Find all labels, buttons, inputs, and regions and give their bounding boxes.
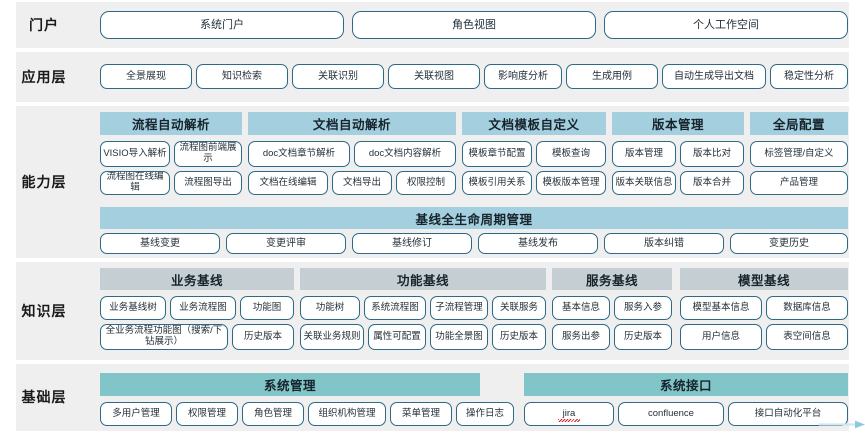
capability-item-g0-r0-1[interactable]: 流程图前端展示	[174, 141, 242, 167]
knowledge-item-g2-r0-1[interactable]: 服务入参	[614, 296, 672, 320]
lifecycle-item-4[interactable]: 版本纠错	[604, 233, 724, 254]
base-item-g0-2[interactable]: 角色管理	[242, 402, 304, 426]
portal-item-1[interactable]: 角色视图	[352, 11, 596, 39]
layer-label-capability: 能力层	[21, 174, 67, 190]
base-group-header-1: 系统接口	[524, 373, 848, 396]
app-item-1[interactable]: 知识检索	[196, 64, 288, 89]
knowledge-item-g2-r1-0[interactable]: 服务出参	[552, 324, 610, 350]
knowledge-item-g0-r1-0[interactable]: 全业务流程功能图（搜索/下钻展示）	[100, 324, 228, 350]
capability-group-header-0: 流程自动解析	[100, 112, 242, 135]
capability-item-g3-r0-0[interactable]: 版本管理	[612, 141, 676, 167]
capability-group-header-4: 全局配置	[750, 112, 848, 135]
base-item-g0-3[interactable]: 组织机构管理	[308, 402, 386, 426]
base-item-g0-0[interactable]: 多用户管理	[100, 402, 172, 426]
decorative-arrow-icon	[819, 420, 865, 429]
knowledge-item-g1-r0-2[interactable]: 子流程管理	[430, 296, 488, 320]
layer-label-base: 基础层	[21, 389, 67, 405]
capability-item-g4-r0-0[interactable]: 标签管理/自定义	[750, 141, 848, 167]
layer-label-portal: 门户	[29, 17, 59, 33]
app-item-4[interactable]: 影响度分析	[484, 64, 562, 89]
layer-label-knowledge: 知识层	[21, 303, 67, 319]
knowledge-item-g2-r0-0[interactable]: 基本信息	[552, 296, 610, 320]
knowledge-item-g1-r1-3[interactable]: 历史版本	[492, 324, 546, 350]
capability-item-g1-r0-1[interactable]: doc文档内容解析	[354, 141, 456, 167]
app-item-2[interactable]: 关联识别	[292, 64, 384, 89]
knowledge-group-header-3: 模型基线	[680, 268, 848, 290]
knowledge-item-g1-r1-1[interactable]: 属性可配置	[368, 324, 426, 350]
knowledge-item-g1-r0-1[interactable]: 系统流程图	[364, 296, 426, 320]
capability-item-g0-r0-0[interactable]: VISIO导入解析	[100, 141, 170, 167]
base-item-g1-2[interactable]: 接口自动化平台	[728, 402, 848, 426]
knowledge-item-g3-r0-0[interactable]: 模型基本信息	[680, 296, 762, 320]
base-item-g1-confluence[interactable]: confluence	[618, 402, 724, 426]
app-item-7[interactable]: 稳定性分析	[770, 64, 848, 89]
app-item-0[interactable]: 全景展现	[100, 64, 192, 89]
app-item-5[interactable]: 生成用例	[566, 64, 658, 89]
knowledge-item-g0-r0-1[interactable]: 业务流程图	[170, 296, 236, 320]
capability-group-header-3: 版本管理	[612, 112, 744, 135]
app-item-3[interactable]: 关联视图	[388, 64, 480, 89]
base-item-g1-jira[interactable]: jira	[524, 402, 614, 426]
knowledge-item-g3-r1-0[interactable]: 用户信息	[680, 324, 762, 350]
capability-item-g3-r0-1[interactable]: 版本比对	[680, 141, 744, 167]
knowledge-item-g0-r0-0[interactable]: 业务基线树	[100, 296, 166, 320]
capability-item-g3-r1-0[interactable]: 版本关联信息	[612, 171, 676, 195]
capability-item-g2-r0-1[interactable]: 模板查询	[536, 141, 606, 167]
knowledge-item-g1-r0-3[interactable]: 关联服务	[492, 296, 546, 320]
base-item-g0-1[interactable]: 权限管理	[176, 402, 238, 426]
lifecycle-item-3[interactable]: 基线发布	[478, 233, 598, 254]
base-item-g0-5[interactable]: 操作日志	[456, 402, 514, 426]
knowledge-item-g3-r0-1[interactable]: 数据库信息	[766, 296, 848, 320]
lifecycle-item-0[interactable]: 基线变更	[100, 233, 220, 254]
base-item-g0-4[interactable]: 菜单管理	[390, 402, 452, 426]
lifecycle-item-2[interactable]: 基线修订	[352, 233, 472, 254]
capability-item-g1-r1-0[interactable]: 文档在线编辑	[248, 171, 328, 195]
capability-item-g0-r1-0[interactable]: 流程图在线编辑	[100, 171, 170, 195]
capability-item-g2-r1-0[interactable]: 模板引用关系	[462, 171, 532, 195]
knowledge-item-g1-r0-0[interactable]: 功能树	[300, 296, 360, 320]
knowledge-item-g3-r1-1[interactable]: 表空间信息	[766, 324, 848, 350]
capability-item-g1-r1-2[interactable]: 权限控制	[396, 171, 456, 195]
capability-item-g2-r1-1[interactable]: 模板版本管理	[536, 171, 606, 195]
capability-item-g4-r1-0[interactable]: 产品管理	[750, 171, 848, 195]
knowledge-group-header-2: 服务基线	[552, 268, 672, 290]
portal-item-0[interactable]: 系统门户	[100, 11, 344, 39]
knowledge-group-header-0: 业务基线	[100, 268, 294, 290]
lifecycle-item-5[interactable]: 变更历史	[730, 233, 848, 254]
capability-item-g3-r1-1[interactable]: 版本合并	[680, 171, 744, 195]
base-group-header-0: 系统管理	[100, 373, 480, 396]
lifecycle-item-1[interactable]: 变更评审	[226, 233, 346, 254]
capability-item-g0-r1-1[interactable]: 流程图导出	[174, 171, 242, 195]
app-item-6[interactable]: 自动生成导出文档	[662, 64, 766, 89]
knowledge-group-header-1: 功能基线	[300, 268, 546, 290]
capability-item-g1-r1-1[interactable]: 文档导出	[332, 171, 392, 195]
layer-label-application: 应用层	[21, 69, 67, 85]
portal-item-2[interactable]: 个人工作空间	[604, 11, 848, 39]
capability-item-g2-r0-0[interactable]: 模板章节配置	[462, 141, 532, 167]
knowledge-item-g1-r1-2[interactable]: 功能全景图	[430, 324, 488, 350]
capability-group-header-1: 文档自动解析	[248, 112, 456, 135]
knowledge-item-g1-r1-0[interactable]: 关联业务规则	[300, 324, 364, 350]
capability-group-header-2: 文档模板自定义	[462, 112, 606, 135]
capability-item-g1-r0-0[interactable]: doc文档章节解析	[248, 141, 350, 167]
knowledge-item-g0-r1-1[interactable]: 历史版本	[232, 324, 294, 350]
knowledge-item-g0-r0-2[interactable]: 功能图	[240, 296, 294, 320]
capability-lifecycle-header: 基线全生命周期管理	[100, 207, 848, 229]
knowledge-item-g2-r1-1[interactable]: 历史版本	[614, 324, 672, 350]
